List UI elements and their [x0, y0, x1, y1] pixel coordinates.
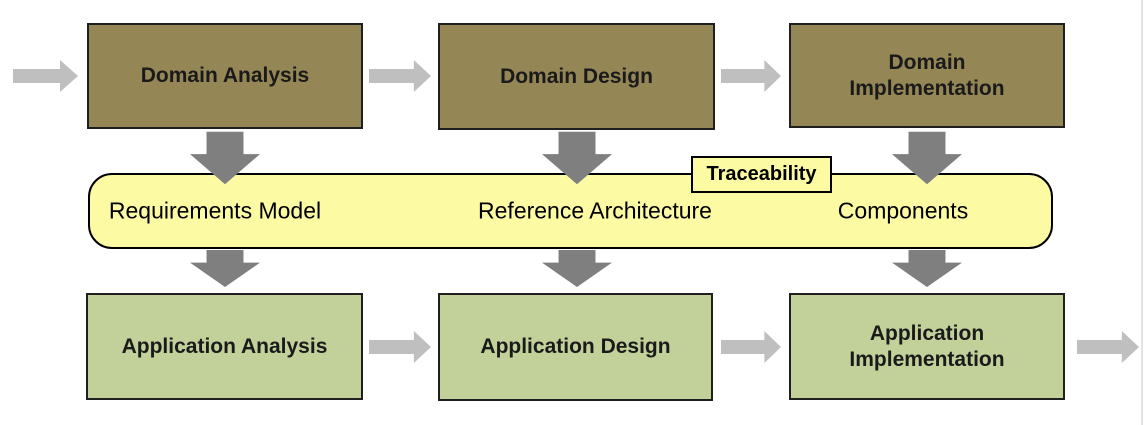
- down-arrow-icon: [542, 250, 612, 287]
- stage-box-domain-design: Domain Design: [438, 23, 715, 130]
- right-arrow-icon: [721, 60, 781, 92]
- stage-box-application-analysis: Application Analysis: [86, 293, 363, 400]
- traceability-label: Traceability: [706, 163, 817, 185]
- stage-box-domain-analysis: Domain Analysis: [87, 23, 363, 129]
- artifact-label-requirements-model: Requirements Model: [108, 197, 322, 224]
- stage-label: Application Implementation: [849, 321, 1005, 371]
- stage-label: Application Design: [480, 335, 671, 359]
- down-arrow-icon: [190, 131, 260, 185]
- artifact-label-reference-architecture: Reference Architecture: [478, 197, 712, 224]
- stage-box-application-design: Application Design: [438, 293, 713, 401]
- page-edge-divider: [1141, 0, 1143, 425]
- stage-label: Application Analysis: [121, 334, 328, 358]
- right-arrow-icon: [721, 331, 781, 363]
- right-arrow-icon: [1077, 331, 1139, 363]
- traceability-tag: Traceability: [691, 156, 832, 193]
- stage-box-domain-implementation: Domain Implementation: [789, 23, 1065, 128]
- down-arrow-icon: [892, 250, 962, 287]
- stage-label: Domain Design: [500, 64, 653, 88]
- right-arrow-icon: [369, 331, 431, 363]
- right-arrow-icon: [369, 60, 431, 92]
- stage-label: Domain Analysis: [140, 64, 310, 88]
- stage-box-application-implementation: Application Implementation: [789, 293, 1065, 400]
- down-arrow-icon: [542, 131, 612, 185]
- down-arrow-icon: [190, 250, 260, 287]
- stage-label: Domain Implementation: [849, 50, 1005, 100]
- down-arrow-icon: [892, 131, 962, 185]
- right-arrow-icon: [13, 60, 78, 92]
- artifact-label-components: Components: [837, 197, 969, 224]
